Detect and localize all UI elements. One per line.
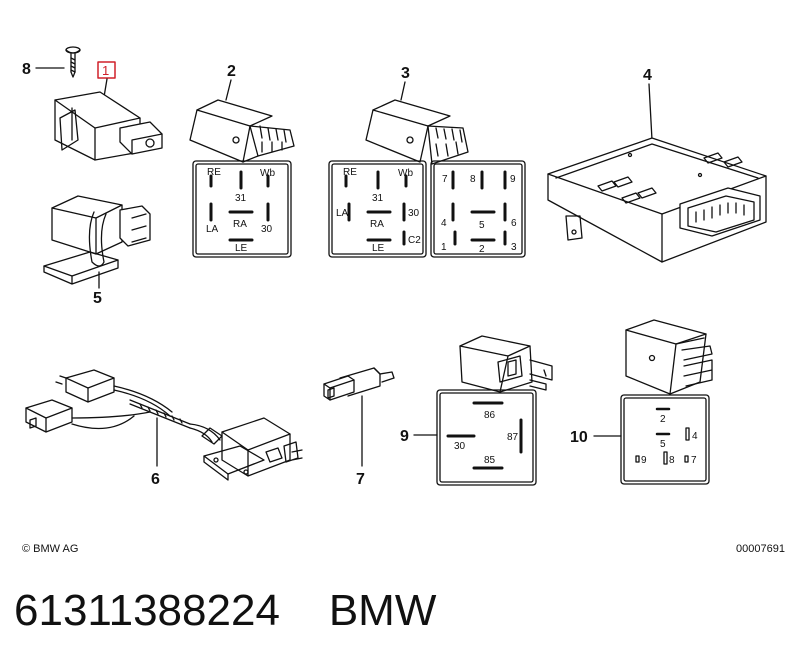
pin-diagram-3a [328,160,427,258]
copyright-text: © BMW AG [22,543,78,555]
pin-label-1-3: 1 [441,242,447,253]
pin-label-8-3: 8 [470,174,476,185]
part-label-1[interactable]: 1 [102,63,109,78]
pin-label-c2-3: C2 [408,235,421,246]
pin-label-30-3: 30 [408,208,420,219]
pin-label-2-10: 2 [660,414,666,425]
connector-part-7[interactable] [323,367,395,401]
part-label-3: 3 [401,65,410,82]
pin-label-30-9: 30 [454,441,466,452]
part-number-caption: 61311388224 [14,586,280,635]
pin-label-85: 85 [484,455,496,466]
relay-part-9[interactable] [459,335,553,393]
pin-label-2-3: 2 [479,244,485,255]
pin-diagram-2 [192,160,292,258]
pin-label-ra: RA [233,219,247,230]
leader-line-1 [103,78,108,98]
pin-label-re: RE [207,167,221,178]
part-label-8: 8 [22,61,31,78]
pin-label-7-3: 7 [442,174,448,185]
pin-label-4-3: 4 [441,218,447,229]
part-label-4: 4 [643,67,652,84]
pin-label-4-10: 4 [692,431,698,442]
pin-diagram-3b [430,160,526,258]
brand-caption: BMW [328,586,437,635]
pin-diagram-9 [436,389,537,486]
pin-label-30: 30 [261,224,273,235]
pin-label-5-3: 5 [479,220,485,231]
relay-part-1[interactable] [54,91,163,161]
pin-label-wb: Wb [260,168,275,179]
pin-label-3-3: 3 [511,242,517,253]
pin-label-7-10: 7 [691,455,697,466]
pin-label-31-3: 31 [372,193,384,204]
pin-label-le-3: LE [372,243,385,254]
pin-label-9-3: 9 [510,174,516,185]
pin-label-6-3: 6 [511,218,517,229]
relay-part-2[interactable] [189,99,295,163]
part-label-2: 2 [227,63,236,80]
part-label-7: 7 [356,471,365,488]
pin-label-re-3: RE [343,167,357,178]
pin-label-87: 87 [507,432,519,443]
relay-part-10[interactable] [625,319,713,395]
caption: 61311388224 BMW [14,586,436,636]
leader-line-3 [400,81,406,101]
part-label-9: 9 [400,428,409,445]
pin-label-5-10: 5 [660,439,666,450]
part-label-5: 5 [93,290,102,307]
drawing-number: 00007691 [736,543,785,555]
pin-label-la: LA [206,224,219,235]
relay-part-3[interactable] [365,99,469,165]
pin-label-31: 31 [235,193,247,204]
leader-line-2 [225,79,232,101]
pin-label-86: 86 [484,410,496,421]
screw-part-8[interactable] [65,46,81,78]
relay-part-5[interactable] [43,195,151,285]
pin-label-la-3: LA [336,208,349,219]
pin-label-le: LE [235,243,248,254]
leader-line-4 [648,83,653,141]
part-label-6: 6 [151,471,160,488]
pin-diagram-10 [620,394,710,485]
part-label-10: 10 [570,429,588,446]
pin-label-wb-3: Wb [398,168,413,179]
pin-label-9-10: 9 [641,455,647,466]
pin-label-8-10: 8 [669,455,675,466]
control-module-part-4[interactable] [547,137,767,263]
pin-label-ra-3: RA [370,219,384,230]
wiring-harness-part-6[interactable] [25,369,303,481]
highlight-box-part-1 [97,61,116,79]
